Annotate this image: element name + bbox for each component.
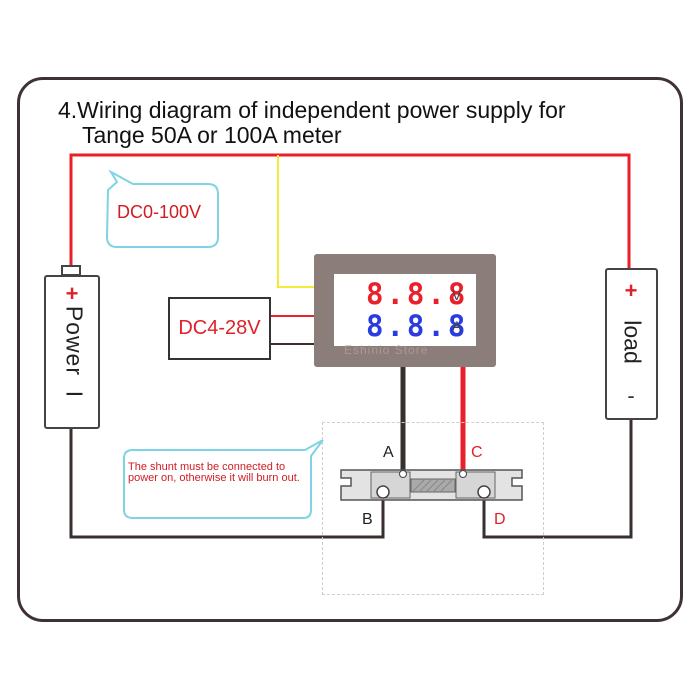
shunt-bolt-d-icon (477, 485, 491, 499)
power-plus-sign: + (65, 281, 79, 306)
terminal-a-label: A (383, 444, 394, 461)
voltage-unit-label: V (452, 287, 462, 303)
power-label-text: Power (61, 305, 88, 377)
store-watermark: Eshinio Store (344, 343, 429, 357)
terminal-c-label: C (471, 444, 483, 461)
shunt-callout-bubble (123, 439, 324, 519)
negative-supply-wire (69, 429, 385, 539)
positive-main-wire (69, 153, 631, 268)
shunt-screw-c-icon (459, 470, 467, 478)
diagram-title: 4.Wiring diagram of independent power su… (58, 98, 566, 148)
load-label: load (619, 320, 646, 364)
current-readout: 8.8.8 (366, 309, 469, 343)
meter-supply-box: DC4-28V (168, 297, 271, 360)
title-line-1: 4.Wiring diagram of independent power su… (58, 97, 566, 123)
terminal-b-label: B (362, 511, 373, 528)
load-plus-sign: + (624, 278, 638, 303)
power-supply-label: Power I (61, 306, 88, 398)
shunt-warning-text: The shunt must be connected to power on,… (128, 461, 300, 484)
shunt-bolt-b-icon (376, 485, 390, 499)
shunt-area-outline (322, 422, 544, 595)
current-unit-label: A (452, 318, 462, 334)
load-minus-sign: - (627, 383, 635, 408)
voltage-range-label: DC0-100V (117, 202, 202, 222)
load-negative-wire (482, 420, 633, 539)
meter-supply-label: DC4-28V (178, 317, 261, 339)
shunt-screw-a-icon (399, 470, 407, 478)
voltage-sense-wire (277, 155, 316, 288)
terminal-d-label: D (494, 511, 506, 528)
voltage-readout: 8.8.8 (366, 277, 469, 311)
title-line-2: Tange 50A or 100A meter (82, 122, 342, 148)
meter-display (334, 274, 476, 346)
power-supply-battery (44, 275, 100, 429)
load-box (605, 268, 658, 420)
power-minus-sign: I (61, 390, 88, 399)
shunt (340, 469, 523, 501)
voltage-callout-bubble (105, 169, 219, 248)
